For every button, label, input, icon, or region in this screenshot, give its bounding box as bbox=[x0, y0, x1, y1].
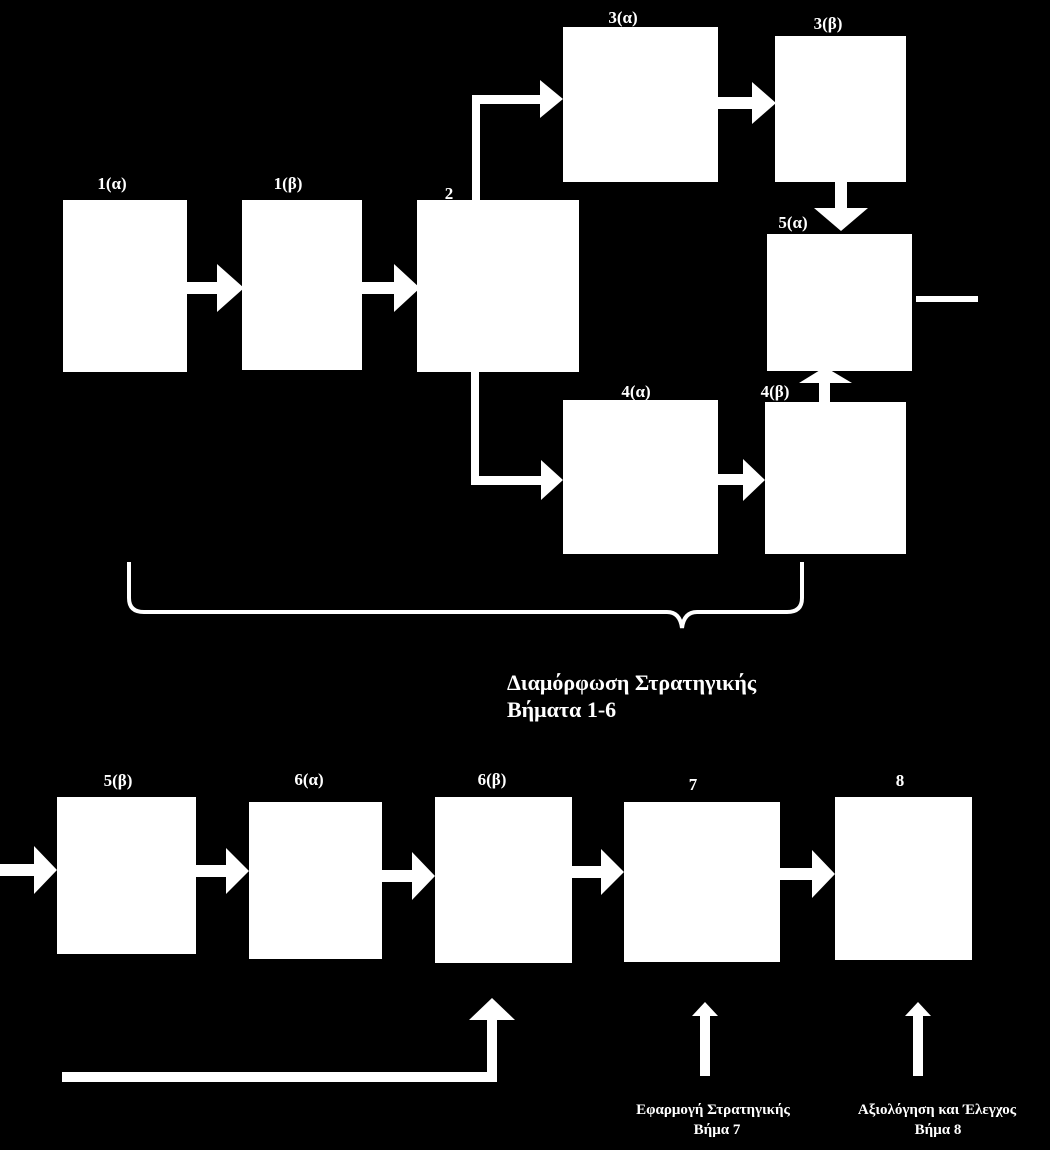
label-step-6b: 6(β) bbox=[478, 770, 507, 789]
implementation-title: Εφαρμογή Στρατηγικής bbox=[636, 1102, 790, 1118]
box-step-4b bbox=[765, 402, 906, 554]
evaluation-title: Αξιολόγηση και Έλεγχος bbox=[858, 1102, 1017, 1118]
arrow-6a-to-6b bbox=[382, 852, 435, 900]
box-step-6b bbox=[435, 797, 572, 963]
box-step-6a bbox=[249, 802, 382, 959]
arrow-4b-to-5a bbox=[799, 367, 852, 402]
arrow-4a-to-4b bbox=[718, 459, 765, 501]
continuation-dash-right bbox=[916, 296, 978, 302]
formulation-steps: Βήματα 1-6 bbox=[507, 697, 616, 722]
brace-formulation bbox=[127, 562, 804, 629]
box-step-7 bbox=[624, 802, 780, 962]
arrow-2-to-3a bbox=[472, 80, 563, 200]
label-step-8: 8 bbox=[896, 771, 905, 790]
arrow-6b-to-7 bbox=[572, 849, 624, 895]
label-step-3b: 3(β) bbox=[814, 14, 843, 33]
label-step-1b: 1(β) bbox=[274, 174, 303, 193]
label-step-3a: 3(α) bbox=[608, 8, 637, 27]
arrow-1a-to-1b bbox=[187, 264, 244, 312]
arrow-2-to-4a bbox=[471, 372, 563, 500]
box-step-5b bbox=[57, 797, 196, 954]
arrow-into-5b bbox=[0, 846, 57, 894]
label-step-5b: 5(β) bbox=[104, 771, 133, 790]
implementation-step: Βήμα 7 bbox=[694, 1122, 741, 1138]
arrow-1b-to-2 bbox=[362, 264, 420, 312]
label-step-6a: 6(α) bbox=[294, 770, 323, 789]
label-step-7: 7 bbox=[689, 775, 698, 794]
box-step-4a bbox=[563, 400, 718, 554]
arrow-7-to-8 bbox=[780, 850, 835, 898]
arrow-5b-to-6a bbox=[196, 848, 249, 894]
box-step-1b bbox=[242, 200, 362, 370]
label-step-4b: 4(β) bbox=[761, 382, 790, 401]
arrow-up-to-8 bbox=[905, 1002, 931, 1076]
box-step-8 bbox=[835, 797, 972, 960]
label-step-2: 2 bbox=[445, 184, 454, 203]
label-step-5a: 5(α) bbox=[778, 213, 807, 232]
box-step-3a bbox=[563, 27, 718, 182]
box-step-1a bbox=[63, 200, 187, 372]
arrow-3a-to-3b bbox=[718, 82, 776, 124]
box-step-5a bbox=[767, 234, 912, 371]
label-step-4a: 4(α) bbox=[621, 382, 650, 401]
arrow-3b-to-5a bbox=[814, 182, 868, 231]
box-step-2 bbox=[417, 200, 579, 372]
box-step-3b bbox=[775, 36, 906, 182]
formulation-title: Διαμόρφωση Στρατηγικής bbox=[507, 670, 757, 695]
evaluation-step: Βήμα 8 bbox=[915, 1122, 962, 1138]
label-step-1a: 1(α) bbox=[97, 174, 126, 193]
arrow-feedback-to-6b bbox=[62, 998, 515, 1082]
arrow-up-to-7 bbox=[692, 1002, 718, 1076]
